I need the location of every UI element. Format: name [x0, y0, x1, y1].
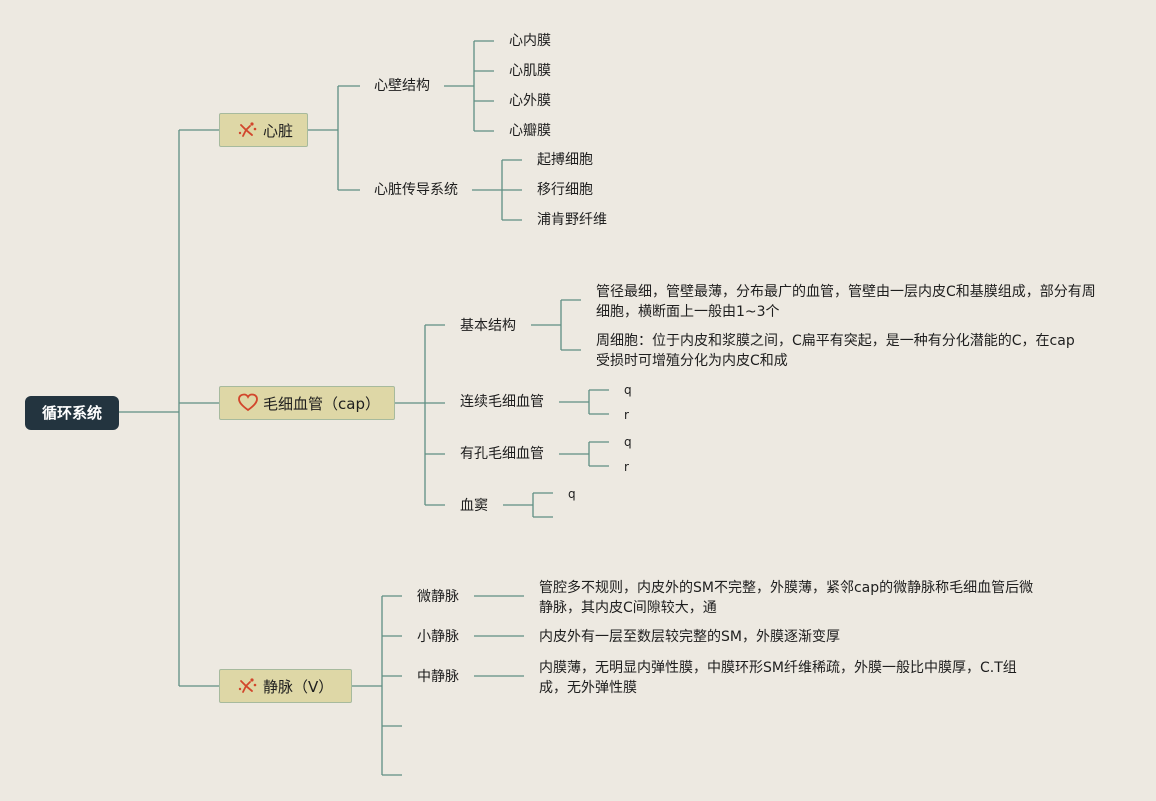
topic-capillary[interactable]: 毛细血管（cap）: [219, 386, 395, 420]
leaf-endocardium[interactable]: 心内膜: [509, 33, 551, 49]
note-venule[interactable]: 管腔多不规则，内皮外的SM不完整，外膜薄，紧邻cap的微静脉称毛细血管后微静脉，…: [539, 580, 1034, 616]
subtopic-heart-wall[interactable]: 心壁结构: [374, 78, 430, 94]
subtopic-venule[interactable]: 微静脉: [417, 589, 459, 605]
leaf-valve[interactable]: 心瓣膜: [509, 123, 551, 139]
subtopic-sinusoid[interactable]: 血窦: [460, 498, 488, 514]
subtopic-heart-conduction[interactable]: 心脏传导系统: [374, 182, 458, 198]
subtopic-continuous-capillary[interactable]: 连续毛细血管: [460, 394, 544, 410]
leaf-fenestrated-q[interactable]: q: [624, 435, 632, 449]
topic-vein[interactable]: 静脉（V）: [219, 669, 352, 703]
leaf-purkinje-fibers[interactable]: 浦肯野纤维: [537, 212, 607, 228]
leaf-fenestrated-r[interactable]: r: [624, 460, 629, 474]
note-small-vein[interactable]: 内皮外有一层至数层较完整的SM，外膜逐渐变厚: [539, 629, 840, 645]
subtopic-medium-vein[interactable]: 中静脉: [417, 669, 459, 685]
topic-vein-label: 静脉（V）: [263, 678, 334, 696]
topic-capillary-label: 毛细血管（cap）: [263, 395, 380, 413]
leaf-myocardium[interactable]: 心肌膜: [509, 63, 551, 79]
note-pericyte[interactable]: 周细胞：位于内皮和浆膜之间，C扁平有突起，是一种有分化潜能的C，在cap受损时可…: [596, 333, 1075, 369]
leaf-pacemaker-cells[interactable]: 起搏细胞: [537, 152, 593, 168]
subtopic-fenestrated-capillary[interactable]: 有孔毛细血管: [460, 446, 544, 462]
leaf-sinusoid-q[interactable]: q: [568, 487, 576, 501]
subtopic-basic-structure[interactable]: 基本结构: [460, 318, 516, 334]
root-topic[interactable]: 循环系统: [25, 396, 119, 430]
heart-outline-icon: [238, 393, 258, 411]
topic-heart[interactable]: 心脏: [219, 113, 308, 147]
topic-heart-label: 心脏: [263, 122, 294, 140]
leaf-continuous-q[interactable]: q: [624, 383, 632, 397]
subtopic-small-vein[interactable]: 小静脉: [417, 629, 459, 645]
leaf-transitional-cells[interactable]: 移行细胞: [537, 182, 593, 198]
heart-icon: [238, 677, 257, 693]
note-medium-vein[interactable]: 内膜薄，无明显内弹性膜，中膜环形SM纤维稀疏，外膜一般比中膜厚，C.T组成，无外…: [539, 660, 1017, 696]
heart-icon: [238, 121, 257, 137]
note-capillary-structure[interactable]: 管径最细，管壁最薄，分布最广的血管，管壁由一层内皮C和基膜组成，部分有周细胞，横…: [596, 284, 1096, 320]
leaf-epicardium[interactable]: 心外膜: [509, 93, 551, 109]
leaf-continuous-r[interactable]: r: [624, 408, 629, 422]
